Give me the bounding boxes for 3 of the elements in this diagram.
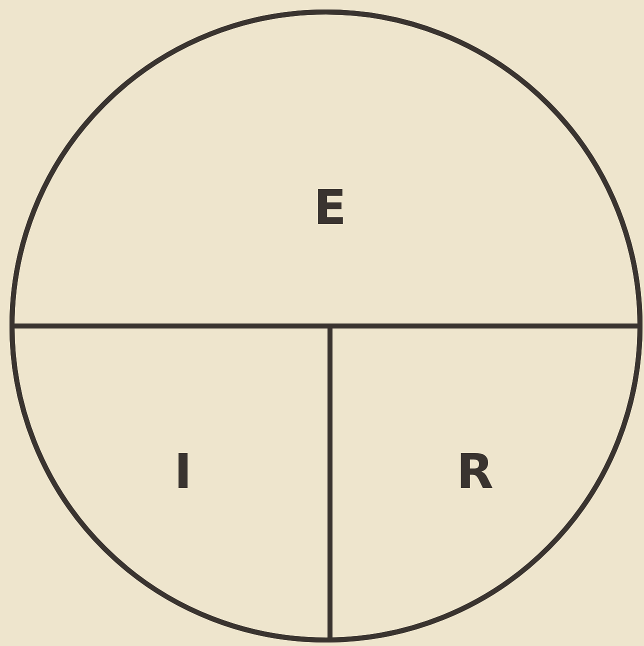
letter-label: R <box>456 448 494 496</box>
letter-label: E <box>314 184 346 232</box>
letter-label: I <box>174 448 192 496</box>
